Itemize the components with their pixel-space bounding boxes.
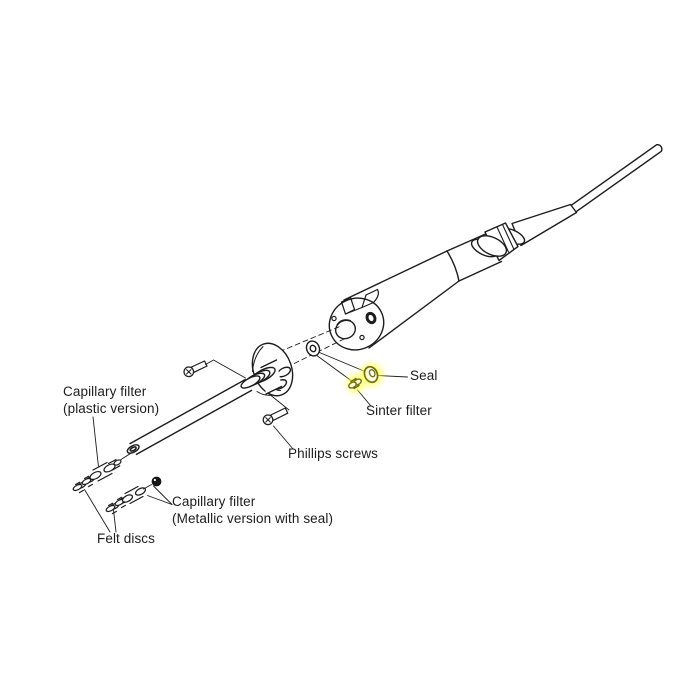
felt-disc-1 bbox=[72, 481, 87, 494]
capillary-filter-metallic bbox=[121, 476, 162, 505]
seal-part bbox=[360, 363, 382, 386]
part-leaders bbox=[317, 352, 408, 406]
capillary-tube bbox=[126, 378, 253, 456]
capillary-filter-plastic bbox=[89, 459, 122, 482]
face-threaded-hole bbox=[365, 311, 377, 325]
probe-face bbox=[328, 288, 385, 351]
metallic-seal-ball bbox=[151, 476, 162, 487]
label-capillary-plastic-line1: Capillary filter bbox=[63, 384, 147, 399]
probe-rod bbox=[570, 143, 663, 213]
cable-gland-flange bbox=[240, 342, 294, 397]
label-seal: Seal bbox=[410, 368, 438, 383]
label-capillary-metallic: Capillary filter (Metallic version with … bbox=[172, 494, 333, 527]
label-sinter-filter: Sinter filter bbox=[366, 403, 432, 418]
label-leaders bbox=[84, 416, 294, 533]
face-screw-hole-bottom bbox=[359, 334, 365, 341]
plastic-filter-assembly bbox=[72, 453, 131, 494]
face-screw-hole-left bbox=[331, 315, 337, 322]
label-phillips-screws: Phillips screws bbox=[288, 446, 379, 461]
gland-rings bbox=[240, 366, 276, 389]
metallic-filter-assembly bbox=[105, 476, 162, 515]
probe-neck bbox=[511, 203, 578, 247]
probe-body bbox=[343, 231, 503, 349]
screw-2-leader bbox=[268, 393, 290, 411]
phillips-screw-2 bbox=[262, 393, 290, 426]
face-notch bbox=[340, 288, 379, 315]
label-capillary-plastic-line2: (plastic version) bbox=[63, 400, 160, 416]
face-port-hole bbox=[334, 319, 357, 340]
phillips-screw-1 bbox=[183, 359, 246, 379]
label-capillary-metallic-line2: (Metallic version with seal) bbox=[172, 510, 334, 526]
sinter-filter-part bbox=[346, 375, 364, 392]
coupling-nut bbox=[470, 222, 526, 262]
label-capillary-plastic: Capillary filter (plastic version) bbox=[63, 384, 159, 417]
label-felt-discs: Felt discs bbox=[97, 531, 156, 546]
washer bbox=[305, 340, 321, 357]
screw-1-leader bbox=[205, 359, 246, 379]
label-capillary-metallic-line1: Capillary filter bbox=[172, 494, 256, 509]
